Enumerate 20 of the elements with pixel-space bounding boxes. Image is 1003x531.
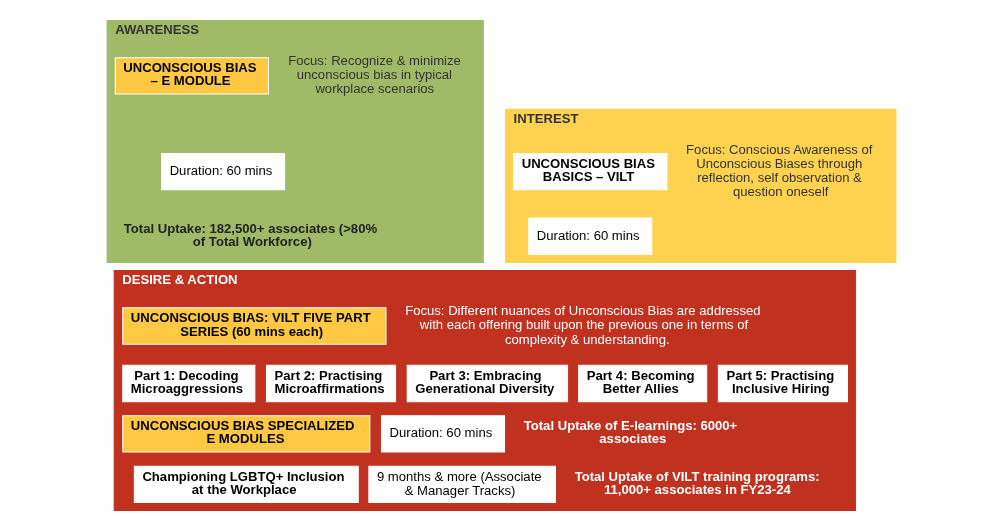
label: Focus: Different nuances of Unconscious Bias are addressed with each offering built upon the previous one in terms of complexity & understanding. [405, 303, 761, 347]
node-box: Part 4: Becoming Better Allies [578, 364, 708, 403]
label: Focus: Recognize & minimize unconscious bias in typical workplace scenarios [288, 53, 461, 97]
label: Total Uptake: 182,500+ associates (>80% of Total Workforce) [123, 220, 378, 249]
node-box: Duration: 60 mins [528, 217, 653, 255]
node-box: UNCONSCIOUS BIAS BASICS – VILT [513, 153, 668, 191]
node-box: Part 3: Embracing Generational Diversity [406, 364, 569, 403]
label: Total Uptake of VILT training programs: 11,000+ associates in FY23-24 [574, 468, 820, 497]
node-box: Part 2: Practising Microaffirmations [265, 364, 397, 403]
label: Total Uptake of E-learnings: 6000+ associates [523, 418, 738, 447]
node-box: UNCONSCIOUS BIAS – E MODULE [114, 57, 269, 95]
node-box: 9 months & more (Associate & Manager Tracks) [368, 465, 556, 504]
node-box: Part 1: Decoding Microaggressions [122, 364, 256, 403]
node-box: UNCONSCIOUS BIAS SPECIALIZED E MODULES [122, 415, 371, 453]
node-box: Duration: 60 mins [161, 153, 286, 191]
node-box: Championing LGBTQ+ Inclusion at the Workplace [133, 465, 359, 504]
label: Focus: Conscious Awareness of Unconscious Biases through reflection, self observation & question oneself [686, 141, 873, 200]
node-box: Duration: 60 mins [380, 415, 506, 453]
node-box: Part 5: Practising Inclusive Hiring [717, 364, 848, 403]
node-box: UNCONSCIOUS BIAS: VILT FIVE PART SERIES (60 mins each) [122, 307, 387, 345]
